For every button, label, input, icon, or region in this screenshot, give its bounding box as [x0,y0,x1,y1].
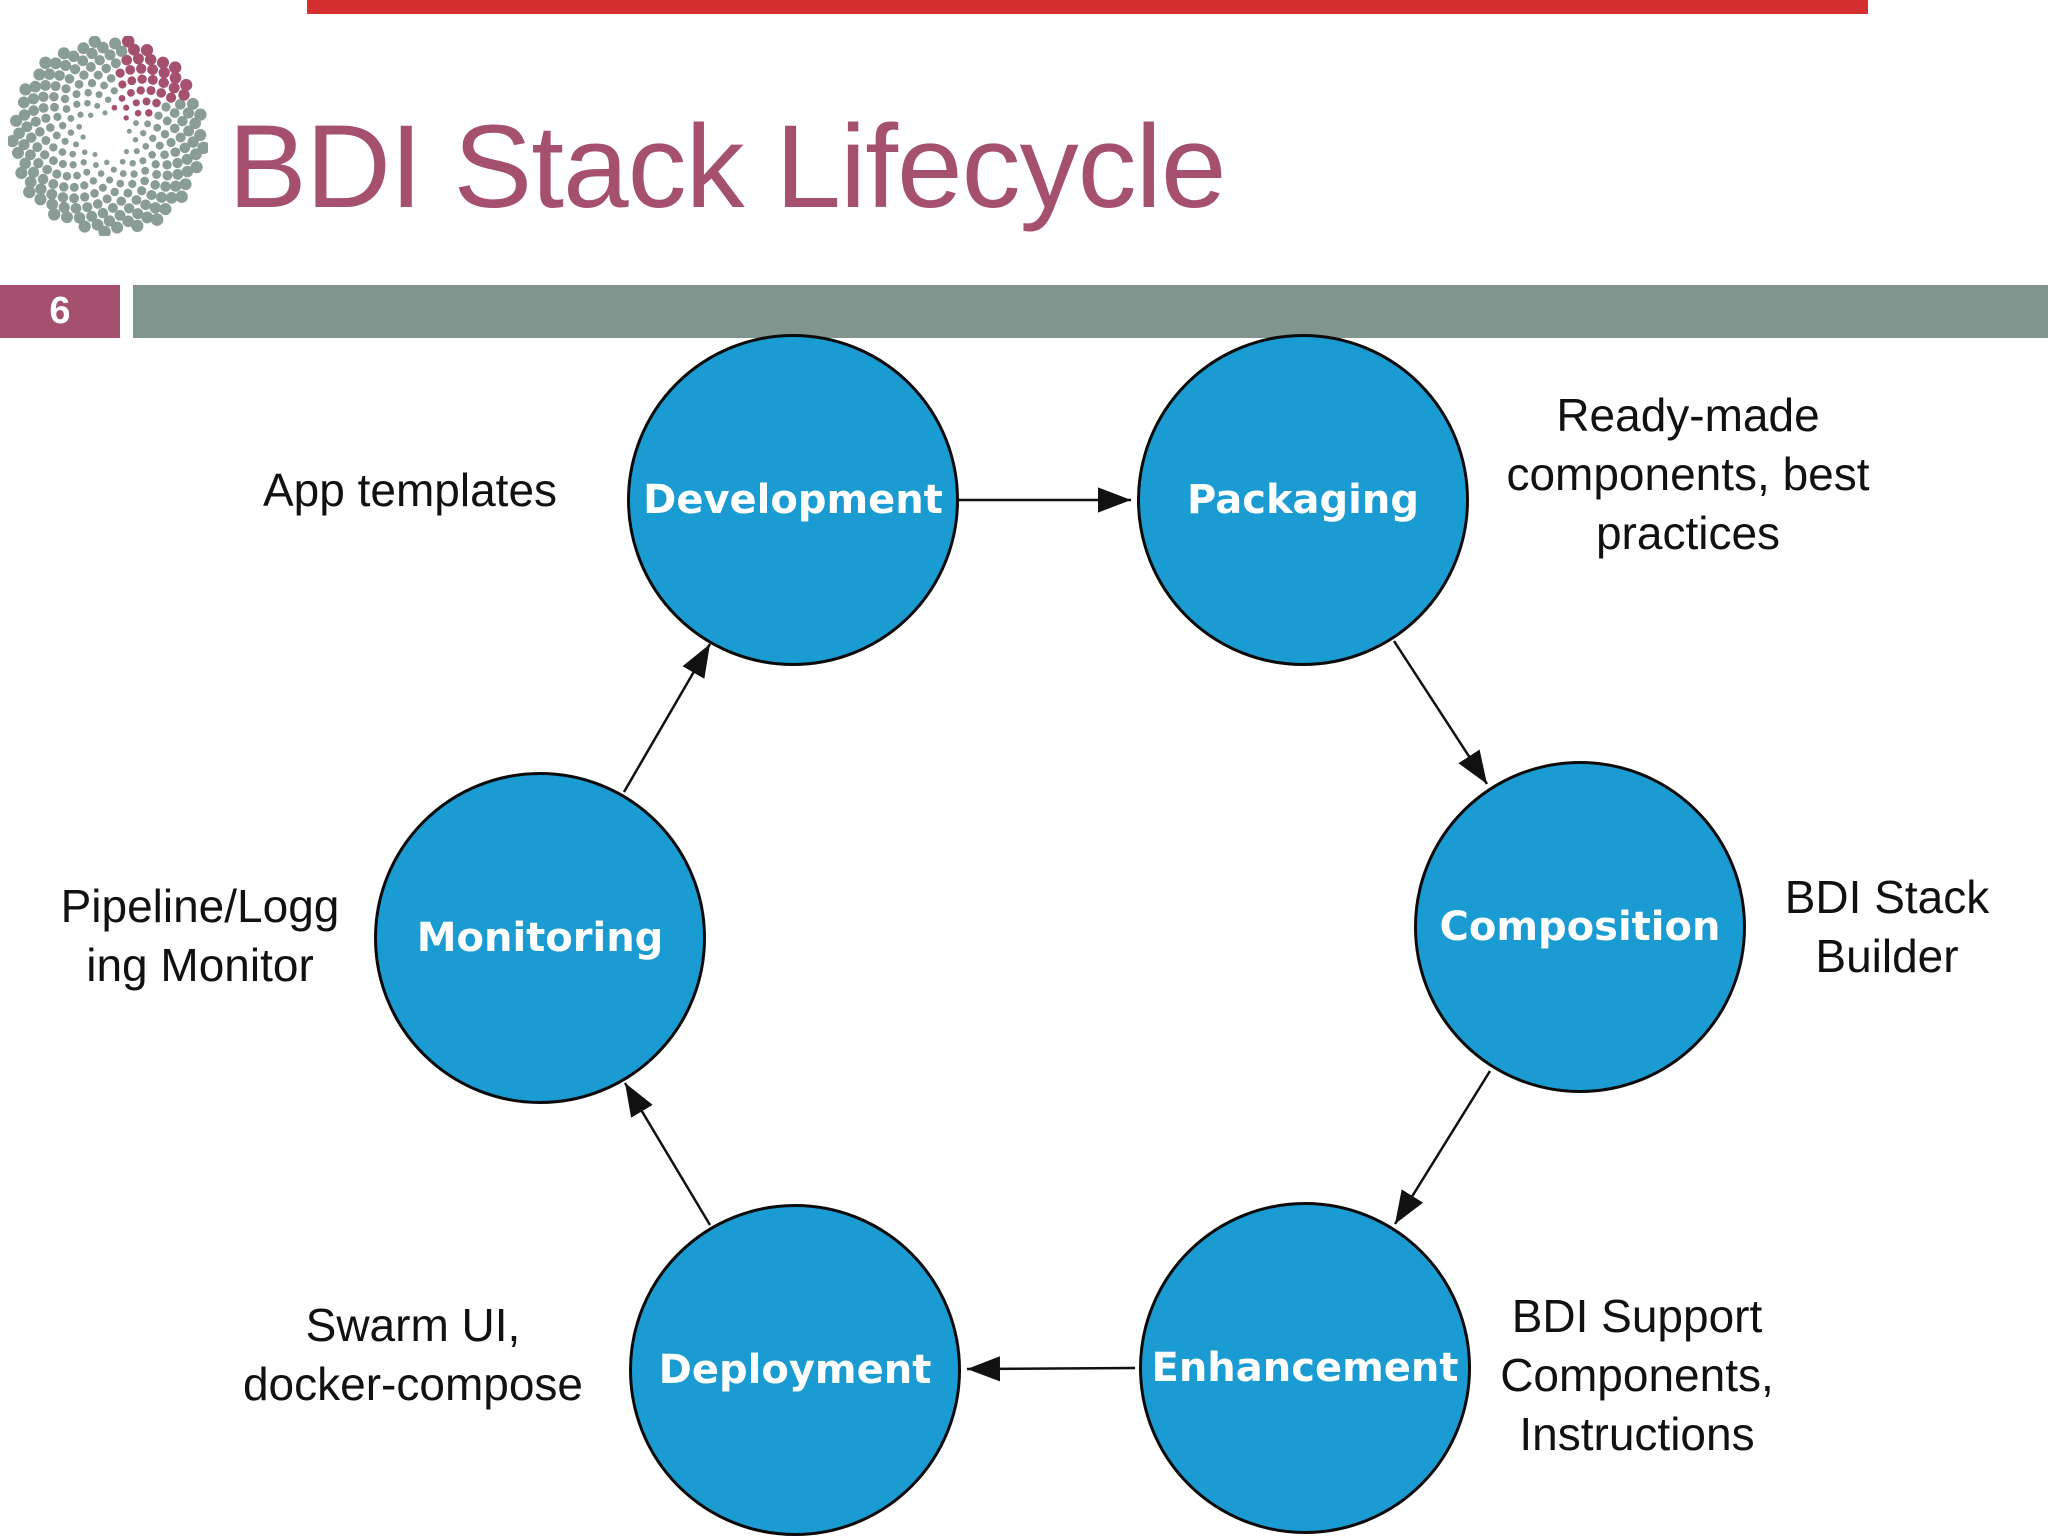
annotation-pipeline-logging: Pipeline/Logg ing Monitor [60,880,340,991]
node-monitoring: Monitoring [374,772,706,1104]
node-deployment-label: Deployment [658,1347,932,1393]
node-enhancement: Enhancement [1139,1202,1471,1534]
annotation-ready-made: Ready-made components, best practices [1506,389,1870,559]
node-monitoring-label: Monitoring [416,915,664,961]
node-composition-label: Composition [1439,904,1721,950]
annotation-swarm-ui: Swarm UI, docker-compose [242,1299,584,1410]
header-band [133,285,2048,338]
node-development-label: Development [643,477,943,523]
arrow-deployment-to-monitoring [623,1082,712,1226]
top-accent-bar [307,0,1868,14]
annotation-app-templates: App templates [262,464,558,516]
dotted-spiral-logo [8,36,208,236]
arrow-composition-to-enhancement [1393,1070,1492,1225]
node-composition: Composition [1414,761,1746,1093]
node-development: Development [627,334,959,666]
annotation-support-components: BDI Support Components, Instructions [1500,1290,1774,1460]
arrow-enhancement-to-deployment [966,1356,1136,1382]
slide-title: BDI Stack Lifecycle [228,101,1226,233]
arrow-monitoring-to-development [622,643,712,793]
arrow-packaging-to-composition [1392,640,1489,785]
node-enhancement-label: Enhancement [1151,1345,1459,1391]
node-packaging: Packaging [1137,334,1469,666]
node-deployment: Deployment [629,1204,961,1536]
page-number-badge: 6 [0,285,120,338]
annotation-bdi-stack-builder: BDI Stack Builder [1784,871,1990,982]
node-packaging-label: Packaging [1187,477,1419,523]
page-number: 6 [49,290,71,332]
